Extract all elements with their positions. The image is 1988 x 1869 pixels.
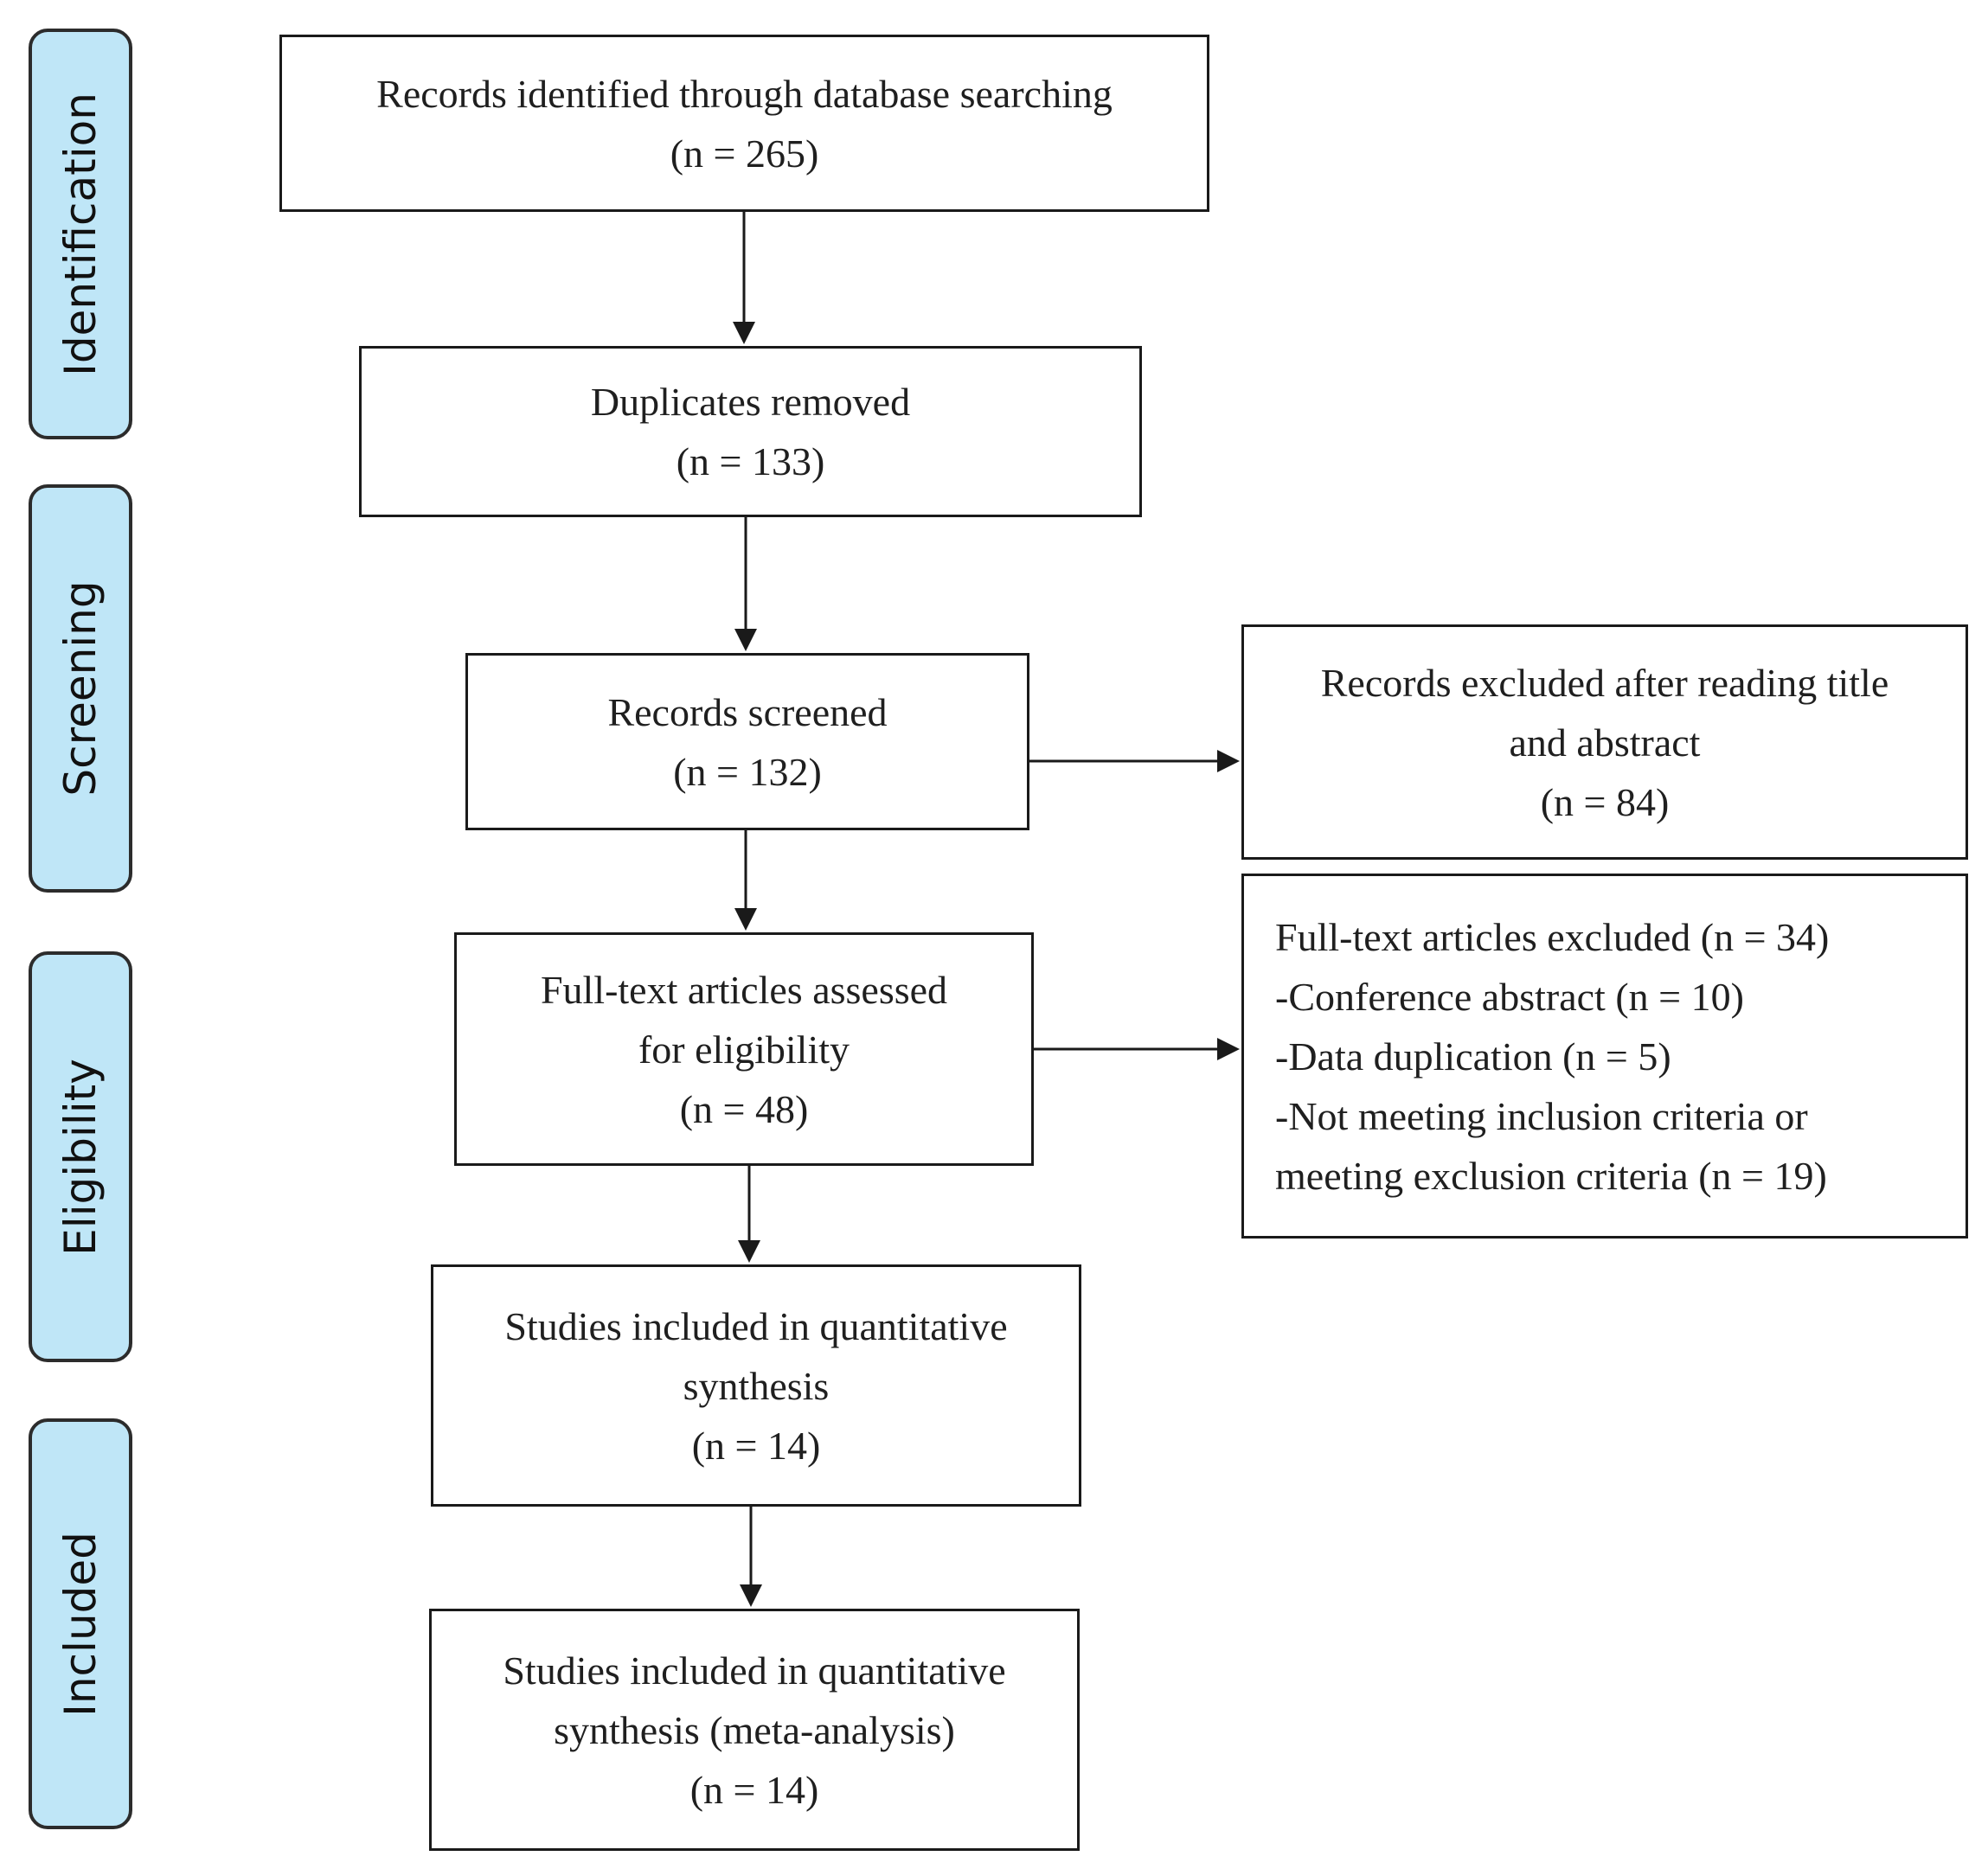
meta-analysis-text-1: Studies included in quantitative xyxy=(503,1648,1006,1693)
arrowhead-1 xyxy=(733,322,755,344)
arrowhead-7 xyxy=(740,1584,762,1607)
phase-identification: Identification xyxy=(29,29,132,439)
studies-included-count: (n = 14) xyxy=(691,1423,821,1468)
fulltext-assessed-text-2: for eligibility xyxy=(638,1027,850,1072)
studies-included-box: Studies included in quantitative synthes… xyxy=(431,1264,1081,1507)
records-screened-text: Records screened xyxy=(607,689,888,734)
meta-analysis-box: Studies included in quantitative synthes… xyxy=(429,1609,1080,1851)
duplicates-removed-text: Duplicates removed xyxy=(590,380,911,424)
duplicates-removed-count: (n = 133) xyxy=(676,439,825,483)
records-screened-count: (n = 132) xyxy=(673,749,822,794)
fulltext-excluded-conference: -Conference abstract (n = 10) xyxy=(1275,974,1744,1019)
fulltext-excluded-duplication: -Data duplication (n = 5) xyxy=(1275,1034,1671,1079)
arrowhead-6 xyxy=(738,1240,760,1263)
phase-eligibility: Eligibility xyxy=(29,951,132,1362)
meta-analysis-text-2: synthesis (meta-analysis) xyxy=(554,1707,955,1752)
records-excluded-text-1: Records excluded after reading title xyxy=(1320,660,1889,705)
records-screened-box: Records screened (n = 132) xyxy=(465,653,1029,830)
fulltext-assessed-text-1: Full-text articles assessed xyxy=(540,967,948,1012)
records-excluded-text-2: and abstract xyxy=(1509,720,1701,765)
studies-included-text-2: synthesis xyxy=(683,1363,830,1408)
studies-included-text-1: Studies included in quantitative xyxy=(504,1303,1008,1348)
fulltext-assessed-count: (n = 48) xyxy=(679,1086,809,1131)
records-identified-count: (n = 265) xyxy=(670,131,819,176)
fulltext-assessed-box: Full-text articles assessed for eligibil… xyxy=(454,932,1034,1166)
fulltext-excluded-criteria-2: meeting exclusion criteria (n = 19) xyxy=(1275,1153,1827,1198)
meta-analysis-count: (n = 14) xyxy=(689,1767,819,1812)
fulltext-excluded-box: Full-text articles excluded (n = 34) -Co… xyxy=(1241,874,1968,1239)
arrowhead-5 xyxy=(1217,1038,1240,1060)
arrowhead-2 xyxy=(734,629,757,651)
records-identified-text: Records identified through database sear… xyxy=(376,71,1113,116)
phase-screening: Screening xyxy=(29,484,132,893)
duplicates-removed-box: Duplicates removed (n = 133) xyxy=(359,346,1142,517)
phase-included: Included xyxy=(29,1418,132,1829)
fulltext-excluded-total: Full-text articles excluded (n = 34) xyxy=(1275,914,1830,959)
arrowhead-3 xyxy=(1217,750,1240,772)
records-identified-box: Records identified through database sear… xyxy=(279,35,1209,212)
records-excluded-box: Records excluded after reading title and… xyxy=(1241,624,1968,860)
arrowhead-4 xyxy=(734,908,757,931)
fulltext-excluded-criteria-1: -Not meeting inclusion criteria or xyxy=(1275,1093,1808,1138)
records-excluded-count: (n = 84) xyxy=(1540,779,1670,824)
